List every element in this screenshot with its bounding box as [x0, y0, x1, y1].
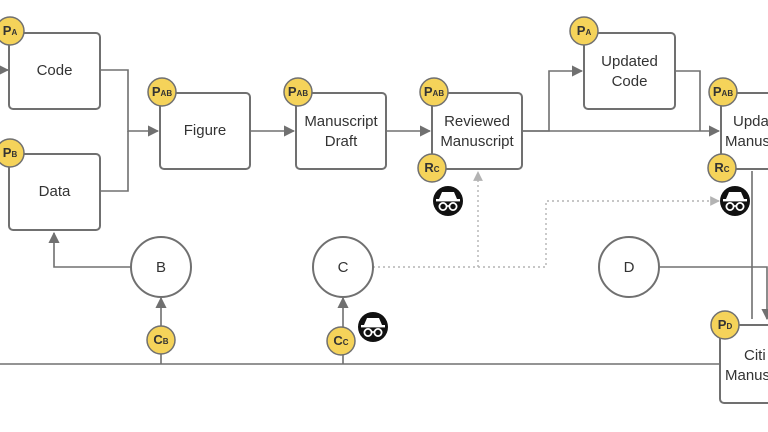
node-reviewed-manuscript-label-1: Reviewed: [444, 113, 510, 130]
svg-text:RC: RC: [714, 160, 729, 175]
node-b-label: B: [156, 259, 166, 276]
svg-text:PA: PA: [577, 23, 592, 38]
edge-code-to-figure: [100, 69, 160, 137]
node-updated-code-label-1: Updated: [601, 53, 658, 70]
svg-text:PAB: PAB: [424, 84, 444, 99]
node-cited-manuscript: Citi Manus: [719, 324, 768, 404]
node-figure: Figure: [159, 92, 251, 170]
edge-d-to-cited: [659, 266, 768, 321]
svg-text:RC: RC: [424, 160, 439, 175]
node-d-label: D: [624, 259, 635, 276]
node-data: Data: [8, 153, 101, 231]
badge-cb: CB: [146, 325, 176, 355]
node-cited-manuscript-label-2: Manus: [725, 367, 768, 384]
svg-text:CB: CB: [153, 332, 168, 347]
node-c: C: [312, 236, 374, 298]
svg-text:PAB: PAB: [713, 84, 733, 99]
edge-c-to-updated-ms: [478, 196, 720, 268]
node-d: D: [598, 236, 660, 298]
badge-data: PB: [0, 138, 25, 168]
node-c-label: C: [338, 259, 349, 276]
node-data-label: Data: [39, 183, 71, 200]
node-updated-manuscript: Upda Manus: [720, 92, 768, 170]
incognito-icon: [719, 185, 751, 217]
incognito-icon: [357, 311, 389, 343]
node-updated-manuscript-label-1: Upda: [733, 113, 768, 130]
edge-reviewed-to-updated-code: [522, 65, 584, 132]
svg-text:CC: CC: [333, 333, 348, 348]
badge-code: PA: [0, 16, 25, 46]
incognito-icon: [432, 185, 464, 217]
edge-b-to-data: [48, 231, 131, 268]
node-figure-label: Figure: [184, 122, 227, 139]
badge-figure: PAB: [147, 77, 177, 107]
badge-reviewed-r: RC: [417, 153, 447, 183]
svg-text:PA: PA: [3, 23, 18, 38]
badge-updated-code: PA: [569, 16, 599, 46]
svg-text:PAB: PAB: [152, 84, 172, 99]
node-code-label: Code: [37, 62, 73, 79]
badge-updated-ms-r: RC: [707, 153, 737, 183]
node-updated-code: Updated Code: [583, 32, 676, 110]
edge-c-to-reviewed: [373, 171, 483, 268]
svg-text:PB: PB: [3, 145, 18, 160]
edge-data-to-figure: [100, 131, 129, 192]
badge-cited-p: PD: [710, 310, 740, 340]
badge-cc: CC: [326, 326, 356, 356]
node-b: B: [130, 236, 192, 298]
node-code: Code: [8, 32, 101, 110]
node-manuscript-draft-label-2: Draft: [325, 133, 358, 150]
svg-text:PAB: PAB: [288, 84, 308, 99]
node-manuscript-draft-label-1: Manuscript: [304, 113, 378, 130]
node-manuscript-draft: Manuscript Draft: [295, 92, 387, 170]
badge-manuscript-draft: PAB: [283, 77, 313, 107]
badge-updated-ms-p: PAB: [708, 77, 738, 107]
node-updated-code-label-2: Code: [612, 73, 648, 90]
node-reviewed-manuscript: Reviewed Manuscript: [431, 92, 523, 170]
node-reviewed-manuscript-label-2: Manuscript: [440, 133, 514, 150]
edge-updated-code-to-ms: [675, 70, 701, 131]
node-cited-manuscript-label-1: Citi: [744, 347, 766, 364]
badge-reviewed-p: PAB: [419, 77, 449, 107]
svg-text:PD: PD: [718, 317, 733, 332]
node-updated-manuscript-label-2: Manus: [725, 133, 768, 150]
